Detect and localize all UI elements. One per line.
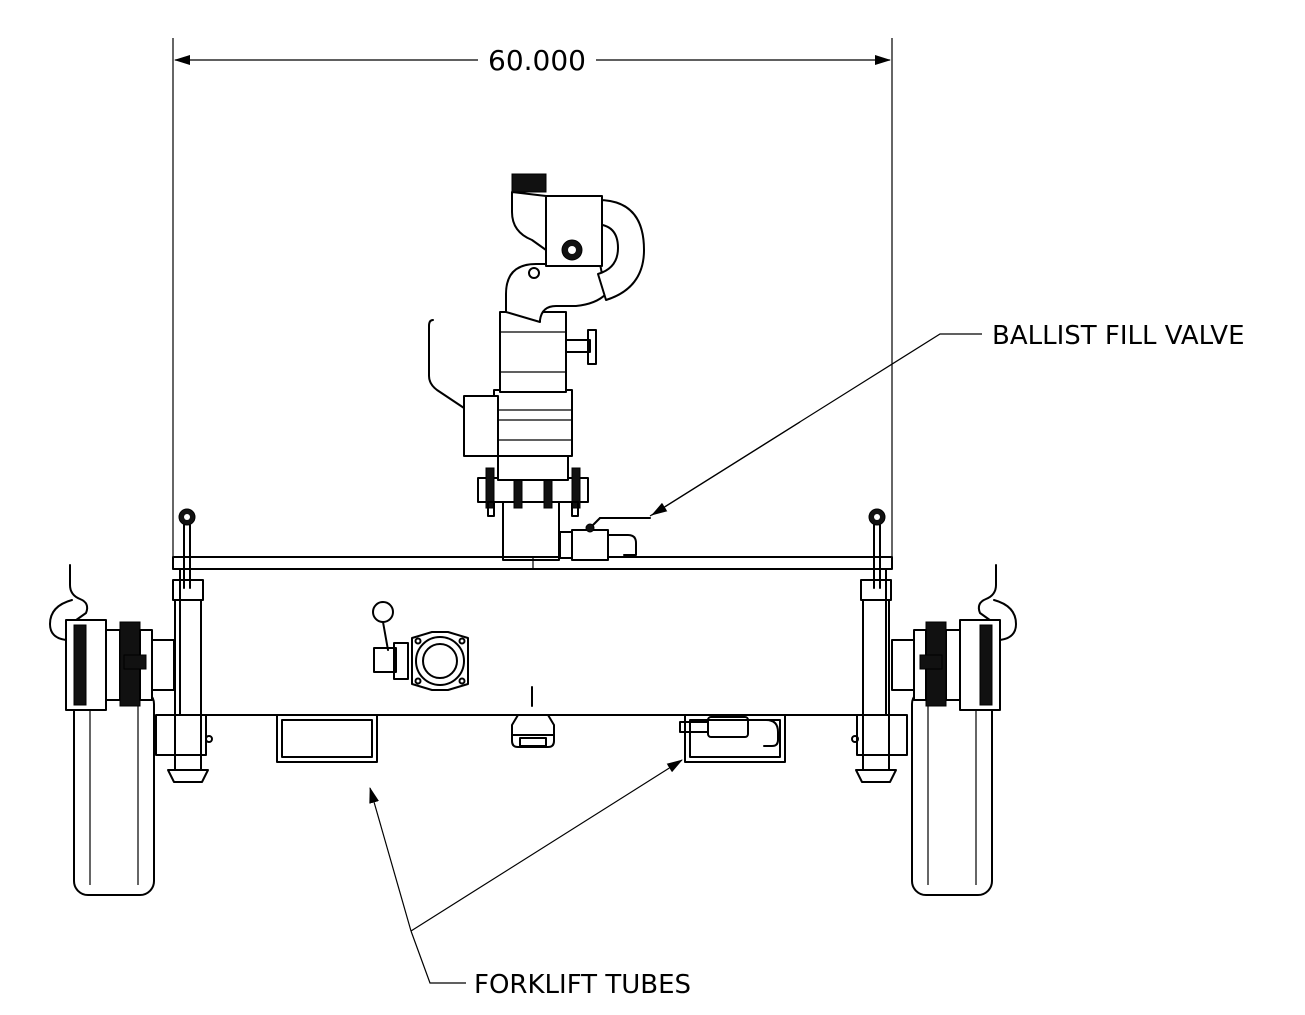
swivel-body [493,389,573,457]
monitor-nozzle-assembly [428,173,645,561]
right-tire [911,689,993,896]
right-jack [855,508,897,783]
callout-label-ballast: BALLIST FILL VALVE [992,321,1245,351]
bottom-drain [511,686,555,748]
left-tire [73,689,155,896]
forklift-tube-right [684,714,786,763]
flange [477,477,589,503]
right-wheel [891,564,1017,896]
leader-left-tube [369,787,412,932]
left-wheel [49,564,175,896]
callout-label-forklift: FORKLIFT TUBES [474,970,691,1000]
ballast-fill-valve [559,517,651,561]
dimension-value: 60.000 [488,44,586,77]
width-dimension: 60.000 [172,38,893,565]
nozzle-tip [511,173,547,193]
trailer-body [155,556,908,756]
jack-post-left [174,599,202,771]
leader-right-tube [410,759,683,932]
forklift-tube-left [276,714,378,763]
forklift-tubes [276,714,786,763]
callout-forklift-tubes: FORKLIFT TUBES [369,759,691,1000]
callout-ballast-fill-valve: BALLIST FILL VALVE [649,321,1245,517]
tank-side-valve [372,601,469,691]
riser-pipe [502,499,560,561]
